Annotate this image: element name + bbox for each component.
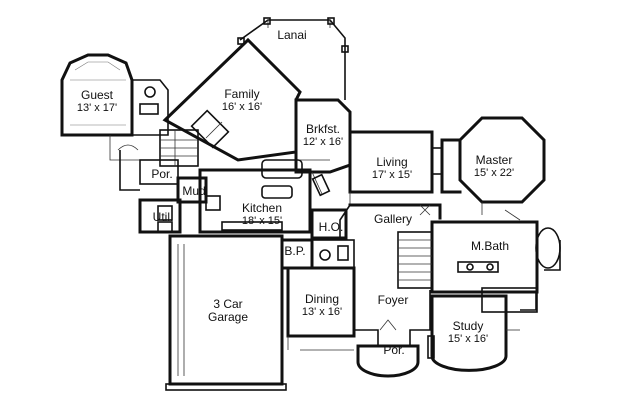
foyer [353, 268, 431, 346]
label-por-front: Por. [383, 343, 404, 357]
label-por-rear: Por. [151, 167, 172, 181]
mud-util-area [138, 159, 208, 234]
lanai-area [237, 17, 349, 100]
front-porch [356, 344, 420, 378]
label-util: Util. [153, 210, 174, 224]
label-family: Family [224, 87, 259, 101]
label-master: Master [476, 153, 513, 167]
label-living: Living [376, 155, 407, 169]
label-garage-2: Garage [208, 310, 248, 324]
label-garage-1: 3 Car [213, 297, 242, 311]
size-kitchen: 18' x 15' [242, 215, 282, 227]
label-gallery: Gallery [374, 212, 412, 226]
label-kitchen: Kitchen [242, 201, 282, 215]
exterior-walls [119, 150, 561, 351]
size-dining: 13' x 16' [302, 306, 342, 318]
label-lanai: Lanai [277, 28, 306, 42]
front-stairs [397, 231, 433, 289]
label-mud: Mud [182, 184, 205, 198]
size-guest: 13' x 17' [77, 102, 117, 114]
label-ho: H.O. [319, 220, 344, 234]
size-family: 16' x 16' [222, 101, 262, 113]
label-guest: Guest [81, 88, 114, 102]
label-study: Study [453, 319, 484, 333]
size-living: 17' x 15' [372, 169, 412, 181]
ho-bp [280, 208, 355, 270]
guest-suite [60, 53, 169, 161]
label-dining: Dining [305, 292, 339, 306]
label-brkfst: Brkfst. [306, 122, 340, 136]
size-master: 15' x 22' [474, 167, 514, 179]
master-suite [440, 116, 546, 215]
label-foyer: Foyer [378, 293, 409, 307]
kitchen-island [261, 159, 303, 179]
size-study: 15' x 16' [448, 333, 488, 345]
label-bp: B.P. [284, 244, 305, 258]
garage [165, 234, 287, 391]
size-brkfst: 12' x 16' [303, 136, 343, 148]
study [427, 294, 508, 372]
label-mbath: M.Bath [471, 239, 509, 253]
room-labels: Lanai Guest 13' x 17' Family 16' x 16' B… [77, 28, 514, 357]
